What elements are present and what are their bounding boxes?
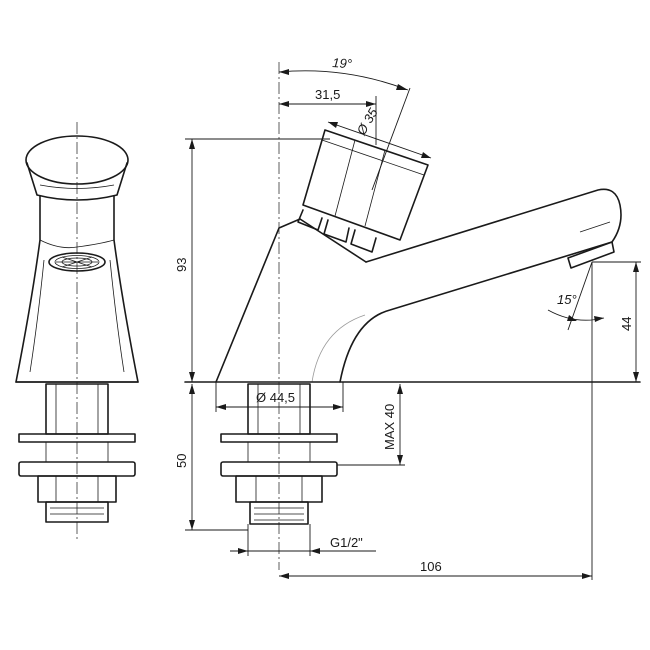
side-button-cap — [302, 129, 429, 241]
dimension-labels: 19° 31,5 Ø 35 93 15° 44 Ø 44,5 MAX 40 50… — [174, 55, 634, 574]
front-body-shade-left — [29, 259, 45, 373]
label-50: 50 — [174, 454, 189, 468]
front-aerator-lines — [56, 256, 98, 268]
side-body-lower-edge — [339, 241, 613, 383]
side-button-ribs — [334, 139, 386, 227]
front-aerator-mesh — [54, 255, 100, 269]
dim-angle-19-arc — [278, 70, 409, 91]
label-thread: G1/2" — [330, 535, 363, 550]
front-thread-end — [45, 501, 109, 523]
side-view — [184, 62, 641, 570]
side-stem-2 — [323, 219, 350, 243]
front-push-button-top — [25, 135, 129, 185]
side-spout-edge — [579, 221, 611, 233]
side-thread-lines — [254, 507, 304, 521]
front-button-band — [39, 184, 115, 189]
label-max-40: MAX 40 — [382, 404, 397, 450]
side-thread-end — [249, 501, 309, 525]
label-angle-19: 19° — [332, 55, 353, 71]
front-washer-1 — [18, 433, 136, 443]
label-dia-44-5: Ø 44,5 — [256, 390, 295, 405]
dimension-lines — [185, 69, 641, 580]
side-spout-aerator — [567, 241, 615, 269]
front-view — [15, 122, 139, 540]
label-dia-35: Ø 35 — [353, 105, 381, 138]
label-93: 93 — [174, 258, 189, 272]
label-31-5: 31,5 — [315, 87, 340, 102]
dim-angle-19-ext — [371, 87, 411, 191]
side-washer-1 — [220, 433, 338, 443]
label-angle-15: 15° — [557, 292, 577, 307]
side-body-left-edge — [215, 218, 301, 383]
front-thread-lines — [50, 507, 104, 515]
side-body-top — [299, 218, 367, 263]
side-spout-top — [365, 188, 622, 263]
dim-dia-35-line — [327, 121, 432, 159]
side-stem-1 — [297, 209, 323, 231]
label-106: 106 — [420, 559, 442, 574]
front-body-shade-right — [109, 259, 125, 373]
front-aerator-outer — [48, 252, 106, 272]
side-body-shade — [311, 314, 366, 383]
label-44: 44 — [619, 317, 634, 331]
side-push-button — [297, 129, 429, 263]
front-body-edge — [39, 239, 115, 249]
side-stem-3 — [350, 229, 377, 253]
